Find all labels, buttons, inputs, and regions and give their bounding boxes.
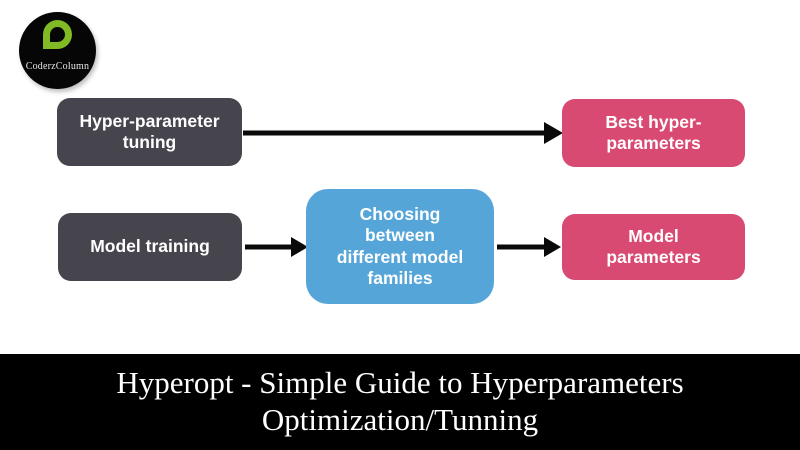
node-model-training: Model training — [58, 213, 242, 281]
coderzcolumn-logo: CoderzColumn — [19, 12, 96, 89]
title-bar: Hyperopt - Simple Guide to Hyperparamete… — [0, 354, 800, 450]
title-line-2: Optimization/Tunning — [261, 402, 539, 437]
arrow-training-to-choosing — [245, 237, 308, 257]
title-line-1: Hyperopt - Simple Guide to Hyperparamete… — [116, 365, 684, 401]
node-best-hyper-parameters: Best hyper- parameters — [562, 99, 745, 167]
node-choosing-model-families: Choosing between different model familie… — [306, 189, 494, 304]
coderzcolumn-leaf-icon — [43, 20, 72, 49]
node-hyper-parameter-tuning: Hyper-parameter tuning — [57, 98, 242, 166]
leaf-inner-shape — [50, 27, 65, 42]
logo-brand-text: CoderzColumn — [25, 61, 90, 72]
arrow-choosing-to-parameters — [497, 237, 561, 257]
node-model-parameters: Model parameters — [562, 214, 745, 280]
arrow-tuning-to-best-hyperparameters — [243, 122, 563, 144]
